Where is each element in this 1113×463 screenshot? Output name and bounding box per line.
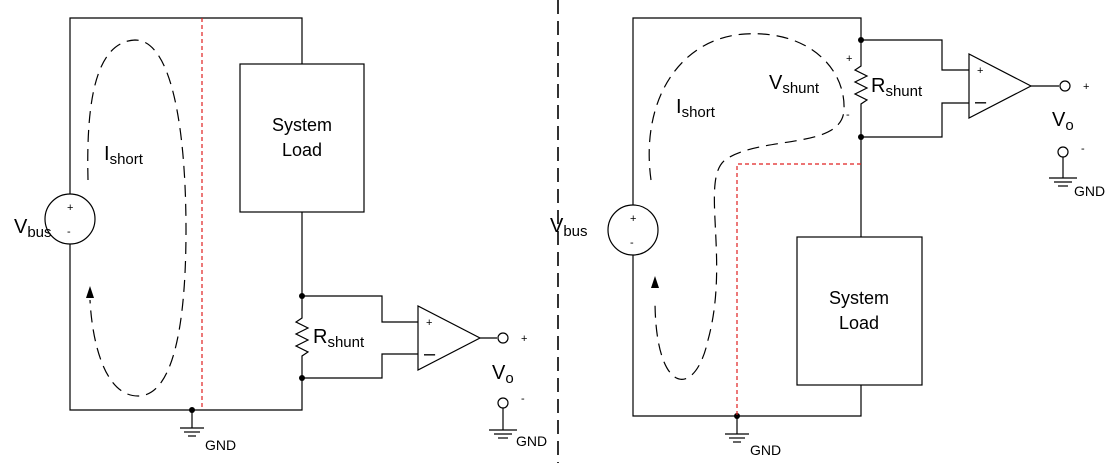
right-opamp-minus: –	[975, 91, 987, 113]
left-current-loop	[87, 39, 187, 397]
left-sense-wires	[302, 295, 418, 379]
left-node-bottom	[299, 375, 305, 381]
right-sense-wires	[861, 39, 969, 138]
right-current-loop	[648, 33, 845, 380]
right-output-gnd-label: GND	[1074, 183, 1105, 199]
right-load-label-line2: Load	[839, 313, 879, 333]
right-current-arrow	[651, 276, 659, 288]
left-system-load-box	[239, 63, 365, 213]
right-vo-label: Vo	[1052, 109, 1074, 134]
right-node-top	[858, 37, 864, 43]
left-load-label-line1: System	[272, 115, 332, 135]
right-output-plus-sign: +	[1083, 81, 1089, 93]
right-circuit: Vbus + - Ishort Vshunt + - Rshunt System…	[550, 17, 1105, 458]
right-output-terminal-plus	[1059, 80, 1071, 92]
left-output-gnd-label: GND	[516, 433, 547, 449]
right-vshunt-minus: -	[846, 109, 850, 121]
right-source-minus: -	[630, 237, 634, 249]
right-ground-symbol	[725, 416, 749, 443]
right-gnd-label: GND	[750, 442, 781, 458]
right-vshunt-plus: +	[846, 53, 852, 65]
left-current-arrow	[86, 286, 94, 298]
right-main-wire	[632, 17, 862, 417]
right-shunt-resistor	[853, 40, 869, 137]
left-circuit: Vbus + - Ishort System Load Rshunt + – +…	[14, 17, 547, 453]
left-output-minus-sign: -	[521, 393, 525, 405]
left-vbus-label: Vbus	[14, 216, 52, 241]
left-source-minus: -	[67, 226, 71, 238]
left-ground-symbol	[180, 410, 204, 437]
right-source-plus: +	[630, 213, 636, 225]
left-voltage-source	[44, 193, 96, 245]
left-output-terminal-minus	[497, 397, 509, 409]
left-output-terminal-plus	[497, 332, 509, 344]
left-node-top	[299, 293, 305, 299]
left-load-label-line2: Load	[282, 140, 322, 160]
left-output-ground-symbol	[489, 408, 517, 439]
left-rshunt-label: Rshunt	[313, 326, 365, 351]
right-output-ground-symbol	[1049, 157, 1077, 187]
left-opamp-minus: –	[424, 343, 436, 365]
left-vo-label: Vo	[492, 362, 514, 387]
right-opamp	[968, 53, 1033, 119]
right-opamp-plus: +	[977, 65, 983, 77]
right-vbus-label: Vbus	[550, 215, 588, 240]
left-opamp-plus: +	[426, 317, 432, 329]
right-node-bottom	[858, 134, 864, 140]
right-rshunt-label: Rshunt	[871, 75, 923, 100]
right-ishort-label: Ishort	[676, 96, 716, 121]
right-voltage-source	[607, 204, 659, 256]
right-load-label-line1: System	[829, 288, 889, 308]
left-main-wire	[69, 17, 303, 411]
left-ishort-label: Ishort	[104, 143, 144, 168]
left-gnd-label: GND	[205, 437, 236, 453]
left-opamp	[417, 305, 482, 371]
left-output-plus-sign: +	[521, 333, 527, 345]
left-shunt-resistor	[294, 295, 310, 378]
right-system-load-box	[796, 236, 923, 386]
right-output-minus-sign: -	[1081, 143, 1085, 155]
right-output-terminal-minus	[1057, 146, 1069, 158]
left-source-plus: +	[67, 202, 73, 214]
right-vshunt-label: Vshunt	[769, 72, 820, 97]
